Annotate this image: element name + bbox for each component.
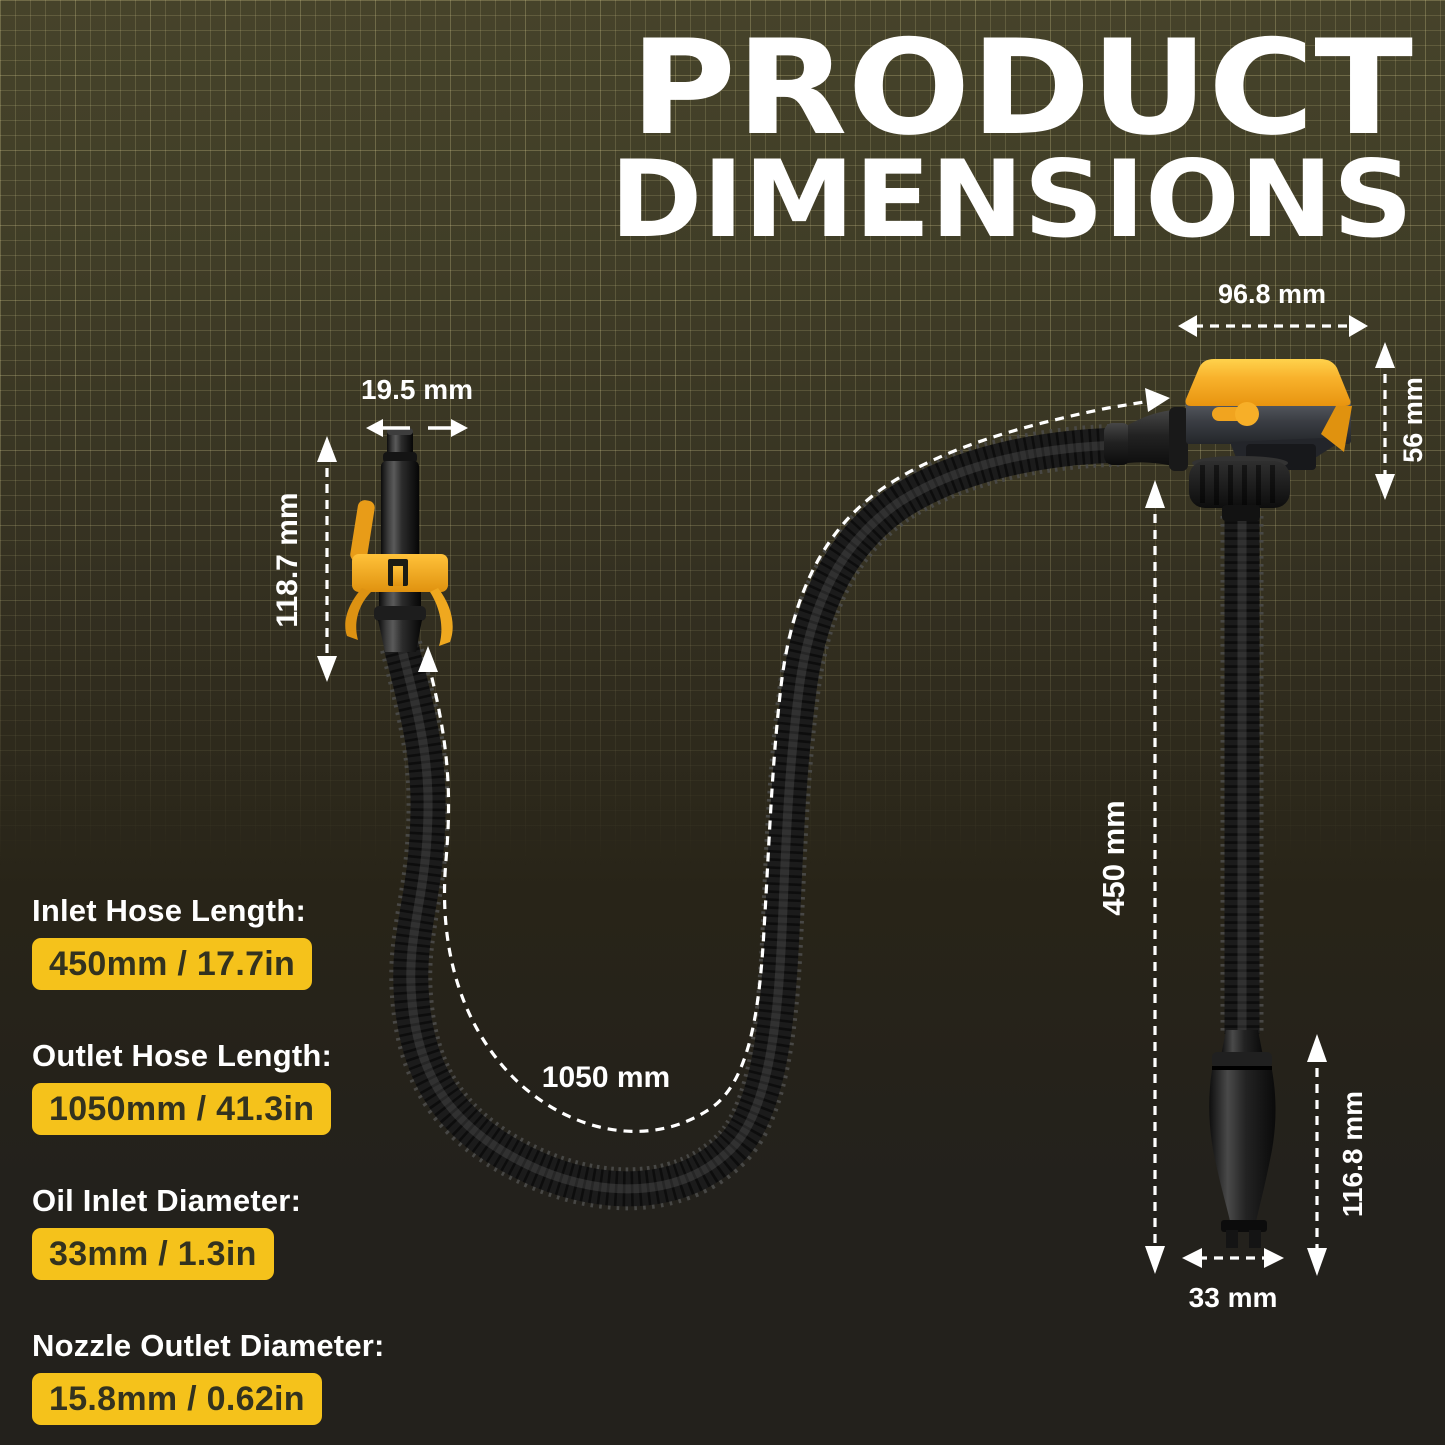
arrow-left-icon [366, 419, 383, 437]
arrow-right-icon [451, 419, 468, 437]
dim-nozzle-outlet-width: 19.5 mm [361, 374, 473, 437]
spec-value-badge: 33mm / 1.3in [32, 1228, 274, 1280]
spec-label: Oil Inlet Diameter: [32, 1183, 302, 1218]
spec-inlet-hose-length: Inlet Hose Length: 450mm / 17.7in [32, 893, 512, 990]
spec-label: Inlet Hose Length: [32, 893, 306, 928]
pump-head [1104, 359, 1352, 521]
dim-pump-head-width: 96.8 mm [1178, 279, 1368, 337]
arrow-up-icon [418, 646, 438, 672]
title-block: PRODUCT DIMENSIONS [610, 11, 1413, 260]
suction-tube-barrel [1209, 1070, 1276, 1226]
arrow-right-icon [1349, 315, 1368, 337]
arrow-down-icon [1375, 474, 1395, 500]
title-line-1: PRODUCT [630, 11, 1413, 164]
spec-label: Outlet Hose Length: [32, 1038, 333, 1073]
arrow-right-icon [1264, 1248, 1284, 1268]
nozzle-assembly [345, 428, 453, 652]
pump-knob [1189, 456, 1290, 508]
suction-tube [1209, 1030, 1276, 1248]
spec-value-badge: 1050mm / 41.3in [32, 1083, 332, 1135]
dim-inlet-hose-length: 450 mm [1096, 480, 1165, 1274]
dim-label: 19.5 mm [361, 374, 473, 405]
spec-nozzle-outlet-diameter: Nozzle Outlet Diameter: 15.8mm / 0.62in [32, 1328, 512, 1425]
dim-label: 33 mm [1189, 1282, 1278, 1313]
dim-label: 1050 mm [542, 1061, 670, 1094]
arrow-up-icon [1145, 480, 1165, 508]
nozzle-yellow-clip [345, 500, 453, 646]
arrow-left-icon [1182, 1248, 1202, 1268]
arrow-down-icon [317, 656, 337, 682]
arrow-down-icon [1307, 1248, 1327, 1276]
spec-list: Inlet Hose Length: 450mm / 17.7in Outlet… [32, 893, 512, 1445]
arrow-up-icon [1375, 342, 1395, 368]
dim-pump-head-height: 56 mm [1375, 342, 1428, 500]
arrow-up-icon [1307, 1034, 1327, 1062]
dim-label: 450 mm [1096, 800, 1131, 915]
spec-outlet-hose-length: Outlet Hose Length: 1050mm / 41.3in [32, 1038, 512, 1135]
dim-suction-tube-height: 116.8 mm [1307, 1034, 1368, 1276]
spec-label: Nozzle Outlet Diameter: [32, 1328, 385, 1363]
dim-label: 118.7 mm [271, 492, 304, 627]
dim-nozzle-assembly-height: 118.7 mm [271, 436, 337, 682]
spec-oil-inlet-diameter: Oil Inlet Diameter: 33mm / 1.3in [32, 1183, 512, 1280]
title-line-2: DIMENSIONS [610, 138, 1413, 260]
arrow-left-icon [1178, 315, 1197, 337]
dim-label: 96.8 mm [1218, 279, 1326, 309]
dim-label: 56 mm [1398, 377, 1428, 463]
dim-oil-inlet-width: 33 mm [1182, 1248, 1284, 1313]
nozzle-barrel [381, 461, 419, 563]
arrow-up-icon [317, 436, 337, 462]
pump-yellow-cover [1185, 359, 1351, 406]
arrow-right-icon [1145, 388, 1170, 412]
arrow-down-icon [1145, 1246, 1165, 1274]
outlet-hose [380, 423, 1123, 1211]
dim-label: 116.8 mm [1337, 1091, 1368, 1217]
dim-outlet-hose-length: 1050 mm [418, 388, 1170, 1133]
spec-value-badge: 15.8mm / 0.62in [32, 1373, 322, 1425]
spec-value-badge: 450mm / 17.7in [32, 938, 313, 990]
